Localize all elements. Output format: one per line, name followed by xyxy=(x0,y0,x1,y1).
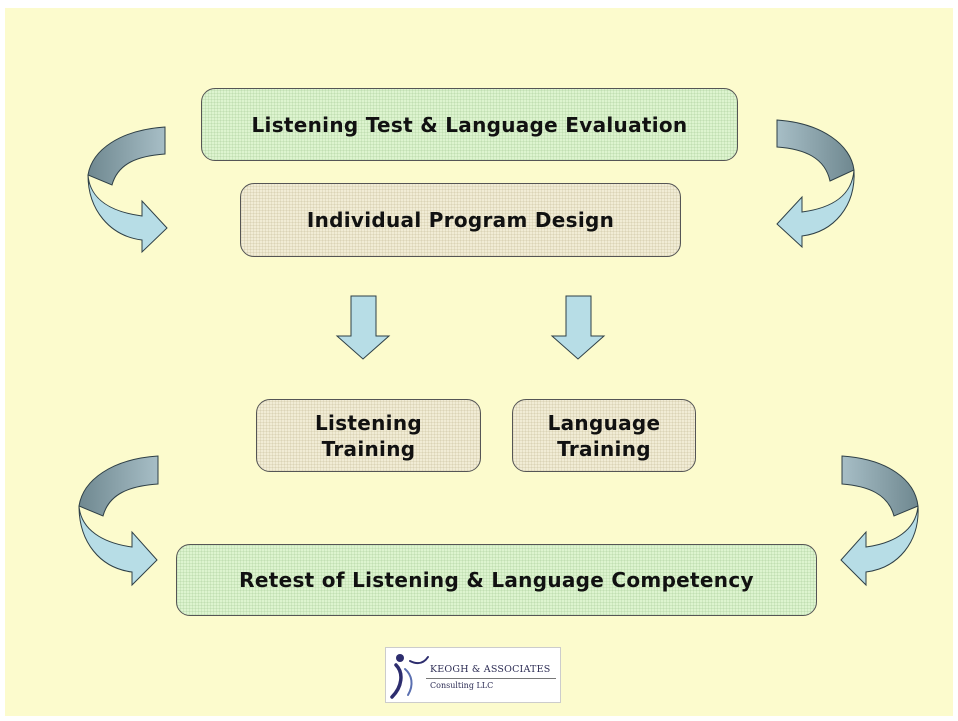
curved-arrow-icon-bottom-right xyxy=(840,455,919,587)
retest-step-box: Retest of Listening & Language Competenc… xyxy=(176,544,817,616)
logo-divider xyxy=(426,678,556,679)
listening-training-step-box: Listening Training xyxy=(256,399,481,472)
curved-arrow-icon-top-right xyxy=(776,119,855,249)
down-arrow-icon-right xyxy=(550,295,606,360)
evaluation-step-box: Listening Test & Language Evaluation xyxy=(201,88,738,161)
keogh-logo-icon xyxy=(390,654,429,699)
evaluation-step-label: Listening Test & Language Evaluation xyxy=(251,112,688,137)
listening-training-label-line2: Training xyxy=(321,436,416,461)
program-design-step-label: Individual Program Design xyxy=(306,208,615,232)
language-training-label-line1: Language xyxy=(547,410,661,435)
language-training-label-line2: Training xyxy=(557,436,651,461)
down-arrow-icon-left xyxy=(335,295,391,360)
listening-training-label-line1: Listening xyxy=(315,410,422,435)
program-design-step-box: Individual Program Design xyxy=(240,183,681,257)
curved-arrow-icon-bottom-left xyxy=(78,455,159,587)
retest-step-label: Retest of Listening & Language Competenc… xyxy=(239,568,754,592)
curved-arrow-icon-top-left xyxy=(87,126,168,254)
logo-company-name: KEOGH & ASSOCIATES xyxy=(430,664,551,675)
company-logo: KEOGH & ASSOCIATES Consulting LLC xyxy=(385,647,561,703)
logo-subtitle: Consulting LLC xyxy=(430,681,494,690)
language-training-step-box: Language Training xyxy=(512,399,696,472)
